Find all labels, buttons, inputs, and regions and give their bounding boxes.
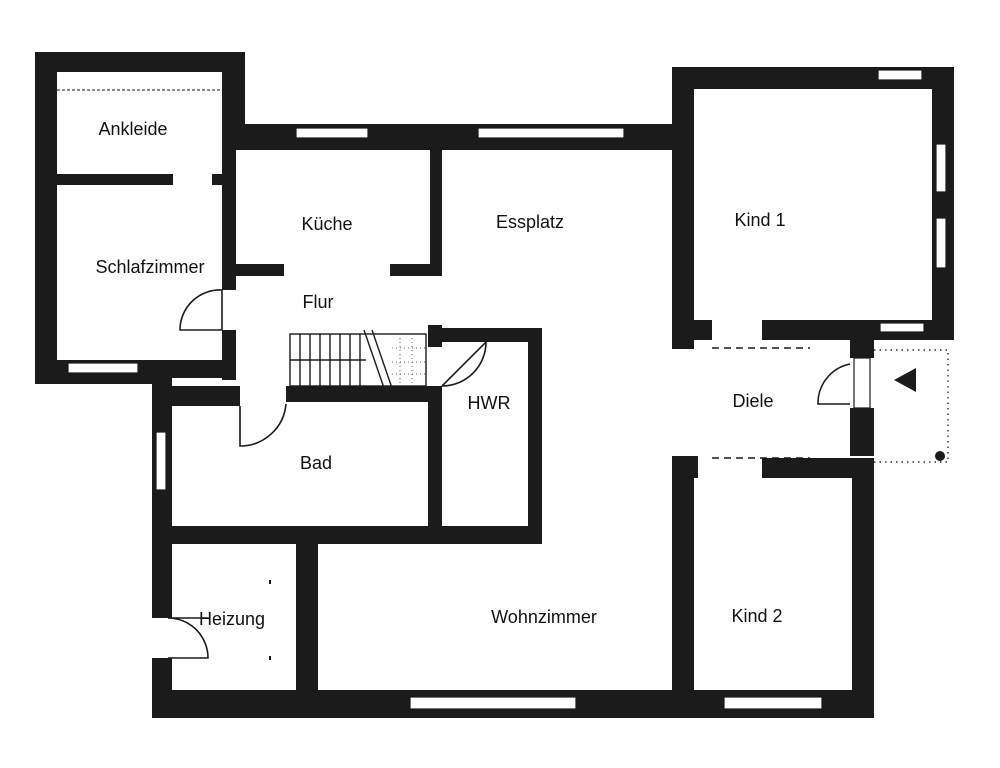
stairs [289, 329, 427, 389]
wall [850, 408, 874, 456]
window [477, 127, 625, 139]
entrance-outline [874, 349, 949, 463]
wall [672, 456, 694, 716]
label-schlafzimmer: Schlafzimmer [95, 257, 204, 277]
window [67, 362, 139, 374]
wall [35, 52, 57, 384]
wall [172, 386, 240, 406]
entrance-arrow-icon [894, 368, 916, 392]
window [877, 69, 923, 81]
door-schlafzimmer [179, 289, 223, 331]
window [155, 431, 167, 491]
wall [152, 378, 172, 618]
wall [428, 328, 542, 342]
wall [762, 458, 874, 478]
doors [167, 289, 851, 659]
windows [57, 69, 947, 710]
door-entrance [817, 363, 851, 405]
label-hwr: HWR [468, 393, 511, 413]
wall [236, 264, 284, 276]
label-heizung: Heizung [199, 609, 265, 629]
label-kueche: Küche [301, 214, 352, 234]
label-wohnzimmer: Wohnzimmer [491, 607, 597, 627]
wall [672, 456, 698, 478]
window [409, 696, 577, 710]
wall [672, 67, 694, 349]
wall [850, 320, 874, 358]
entrance-dot [935, 451, 945, 461]
wall [222, 330, 236, 380]
wall [528, 328, 542, 542]
room-labels: Ankleide Schlafzimmer Küche Essplatz Kin… [95, 119, 785, 629]
label-diele: Diele [732, 391, 773, 411]
label-ankleide: Ankleide [98, 119, 167, 139]
wall [172, 526, 542, 544]
wall [35, 52, 245, 72]
wall [694, 320, 712, 340]
window [723, 696, 823, 710]
window [879, 322, 925, 333]
wall [212, 174, 224, 185]
window [295, 127, 369, 139]
wall [57, 174, 173, 185]
label-flur: Flur [303, 292, 334, 312]
label-kind1: Kind 1 [734, 210, 785, 230]
window [853, 357, 871, 409]
window [935, 217, 947, 269]
wall [222, 52, 245, 144]
wall [430, 150, 442, 276]
wall [932, 67, 954, 339]
wall [152, 658, 172, 718]
label-bad: Bad [300, 453, 332, 473]
door-heizung [167, 617, 209, 659]
inner-walls [57, 144, 712, 704]
window [935, 143, 947, 193]
wall [428, 386, 442, 542]
door-hwr [441, 340, 487, 387]
wall [296, 544, 318, 704]
door-bad [239, 403, 287, 447]
wall [140, 360, 222, 378]
wall [222, 144, 236, 290]
label-essplatz: Essplatz [496, 212, 564, 232]
label-kind2: Kind 2 [731, 606, 782, 626]
wall [390, 264, 442, 276]
wall [286, 386, 442, 402]
entrance-area [269, 349, 949, 660]
wall [852, 458, 874, 716]
